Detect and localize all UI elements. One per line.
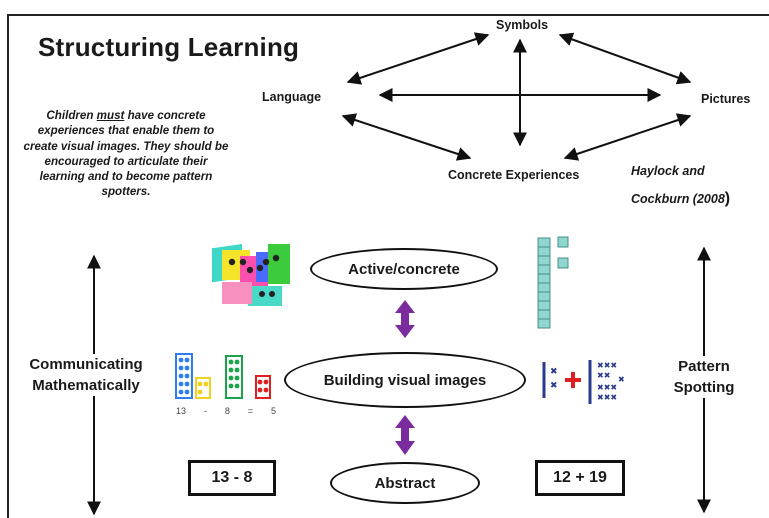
diagram-title: Structuring Learning	[38, 32, 300, 62]
base-ten-rod-picture	[537, 236, 569, 329]
svg-text:✖: ✖	[550, 381, 558, 391]
purple-arrow-bottom	[395, 415, 415, 455]
citation-line2: Cockburn (2008	[631, 191, 725, 206]
citation: Haylock and Cockburn (2008)	[631, 160, 730, 214]
left-side-line2: Mathematically	[32, 377, 140, 394]
svg-text:✖✖✖: ✖✖✖	[597, 383, 617, 392]
node-pictures: Pictures	[701, 92, 751, 106]
number-sentence-term: 13	[176, 406, 187, 416]
arrow-symbols-pictures	[558, 32, 692, 85]
number-sentence: 13 - 8 = 5	[176, 406, 276, 416]
node-language: Language	[262, 90, 322, 104]
svg-text:✖✖: ✖✖	[597, 371, 611, 380]
right-side-line1: Pattern	[678, 358, 730, 375]
svg-text:✖✖✖: ✖✖✖	[597, 393, 617, 402]
abstract-box-left: 13 - 8	[188, 460, 276, 496]
arrow-language-symbols	[346, 32, 490, 85]
abstract-box-right: 12 + 19	[535, 460, 625, 496]
communicating-mathematically-label: Communicating Mathematically	[20, 354, 152, 396]
number-sentence-result: 5	[270, 406, 276, 416]
svg-text:✖✖✖: ✖✖✖	[597, 361, 617, 370]
node-concrete-experiences: Concrete Experiences	[448, 168, 580, 182]
purple-arrow-top	[395, 300, 415, 338]
stage-active-concrete: Active/concrete	[310, 248, 498, 290]
tally-picture: ✖ ✖ ✖✖✖ ✖✖ ✖ ✖✖✖ ✖✖✖	[542, 360, 625, 404]
quote-before: Children	[46, 109, 97, 122]
quote-text: Children must have concrete experiences …	[22, 108, 230, 200]
node-symbols: Symbols	[496, 18, 549, 32]
left-side-line1: Communicating	[29, 356, 143, 373]
quote-emphasis: must	[96, 109, 125, 122]
arrow-pictures-concrete	[563, 113, 692, 161]
arrow-language-concrete	[341, 113, 472, 161]
stage-building-visual-images: Building visual images	[284, 352, 526, 408]
number-sentence-term: 8	[224, 406, 230, 416]
representation-arrows	[341, 32, 692, 161]
number-frames-picture	[175, 353, 271, 399]
number-sentence-op: -	[203, 406, 207, 416]
multilink-cubes-picture	[212, 243, 290, 306]
pattern-spotting-label: Pattern Spotting	[648, 356, 760, 398]
citation-line1: Haylock and	[631, 164, 705, 178]
number-sentence-eq: =	[247, 406, 254, 416]
citation-paren: )	[724, 189, 731, 207]
stage-abstract: Abstract	[330, 462, 480, 504]
svg-text:✖: ✖	[618, 375, 625, 384]
svg-text:✖: ✖	[550, 367, 558, 377]
quote-after: have concrete experiences that enable th…	[23, 109, 229, 199]
frame-border	[7, 14, 769, 518]
right-side-line2: Spotting	[673, 379, 735, 396]
